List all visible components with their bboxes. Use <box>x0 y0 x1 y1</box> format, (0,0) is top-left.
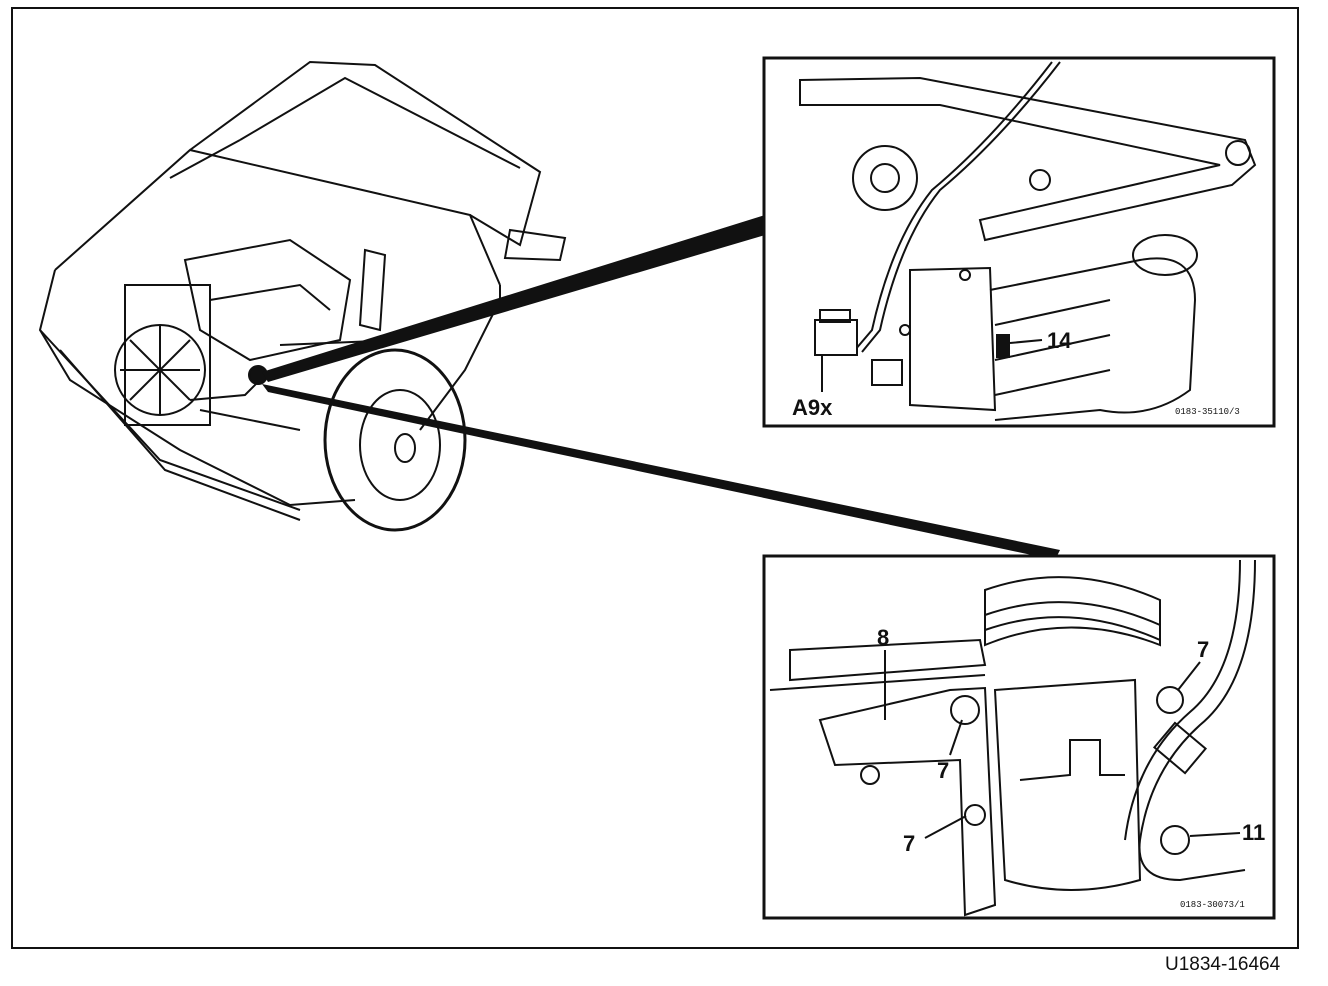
figure-id: U1834-16464 <box>1165 954 1281 975</box>
leader-to-bottom-detail <box>262 384 1060 560</box>
detail-top-panel: A9x 14 0183-35110/3 <box>762 56 1276 428</box>
detail-bottom-code: 0183-30073/1 <box>1180 900 1245 910</box>
detail-top-code: 0183-35110/3 <box>1175 407 1240 417</box>
callout-14: 14 <box>1047 328 1072 353</box>
callout-8: 8 <box>877 625 889 650</box>
detail-bottom-panel: 8 7 7 7 11 0183-30073/1 <box>762 554 1276 920</box>
callout-7-lower: 7 <box>903 831 915 856</box>
bottom-leaders <box>884 650 1241 839</box>
car-overview <box>38 60 567 532</box>
outer-frame <box>11 7 1299 949</box>
leader-to-top-detail <box>262 215 765 382</box>
callout-11: 11 <box>1242 820 1265 845</box>
callout-7-upper-right: 7 <box>1197 637 1209 662</box>
callout-7-middle: 7 <box>937 758 949 783</box>
callout-A9x: A9x <box>792 395 833 420</box>
